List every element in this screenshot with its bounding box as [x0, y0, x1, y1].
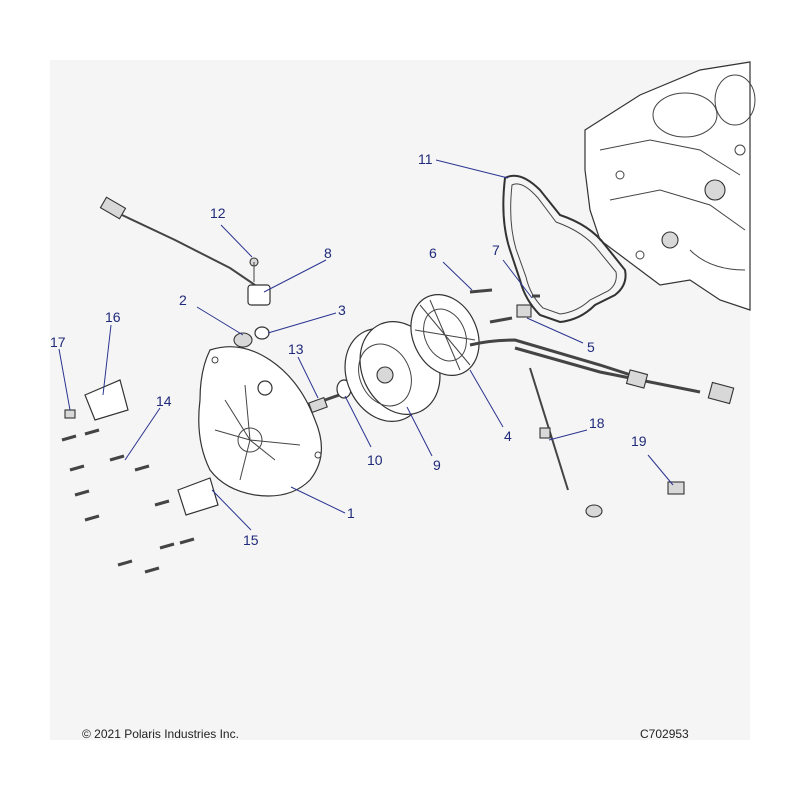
stator-part [410, 294, 480, 376]
crankcase-illustration [584, 61, 756, 311]
callout-6: 6 [429, 245, 437, 261]
tie-strap-part [529, 367, 569, 491]
callout-15: 15 [243, 532, 259, 548]
leader-lines [58, 159, 674, 531]
flywheel-bolt-part [308, 392, 343, 414]
callout-2: 2 [179, 292, 187, 308]
callout-4: 4 [504, 428, 512, 444]
callout-10: 10 [367, 452, 383, 468]
callout-9: 9 [433, 457, 441, 473]
callout-8: 8 [324, 245, 332, 261]
grommet-part [585, 504, 603, 518]
callout-17: 17 [50, 334, 66, 350]
bracket-16-part [84, 379, 129, 421]
cover-bolts [61, 428, 195, 574]
stator-harness [469, 338, 735, 405]
stator-screws [469, 288, 513, 324]
callout-19: 19 [631, 433, 647, 449]
bracket-15-part [177, 477, 219, 516]
callout-13: 13 [288, 341, 304, 357]
copyright-notice: © 2021 Polaris Industries Inc. [82, 727, 239, 741]
callout-3: 3 [338, 302, 346, 318]
callout-11: 11 [418, 151, 433, 167]
callout-16: 16 [105, 309, 121, 325]
callout-labels: 1 2 3 4 5 6 7 8 9 10 11 12 13 14 15 16 1… [50, 151, 647, 548]
callout-5: 5 [587, 339, 595, 355]
snap-ring-part [254, 326, 270, 340]
callout-1: 1 [347, 505, 355, 521]
gasket-part [502, 174, 627, 324]
connector-19-part [667, 481, 685, 495]
callout-18: 18 [589, 415, 605, 431]
seal-part [233, 332, 253, 348]
clip-17-part [64, 409, 76, 419]
speed-sensor-harness [99, 196, 271, 306]
callout-7: 7 [492, 242, 500, 258]
callout-14: 14 [156, 393, 172, 409]
illustration-code: C702953 [640, 727, 689, 741]
stator-cover-part [198, 346, 323, 497]
wire-clamp-part [516, 304, 532, 318]
callout-12: 12 [210, 205, 226, 221]
